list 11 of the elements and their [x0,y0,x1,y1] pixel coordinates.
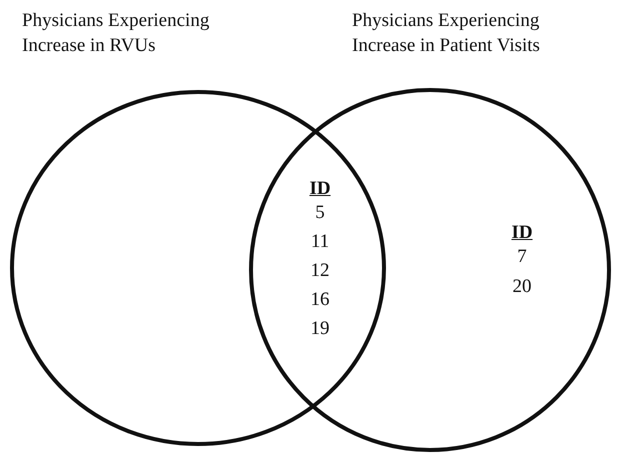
id-number: 5 [315,202,325,224]
id-number: 19 [310,318,330,340]
id-number: 7 [517,246,527,268]
set-heading: Physicians Experiencing Increase in Patient Visits [352,9,541,58]
id-number: 12 [310,260,330,282]
column-header: ID [309,178,331,200]
id-number: 11 [310,231,330,253]
set-heading: Physicians Experiencing Increase in RVUs [22,9,210,58]
column-header: ID [511,222,533,244]
id-number: 20 [512,276,532,298]
id-number: 16 [310,289,330,311]
